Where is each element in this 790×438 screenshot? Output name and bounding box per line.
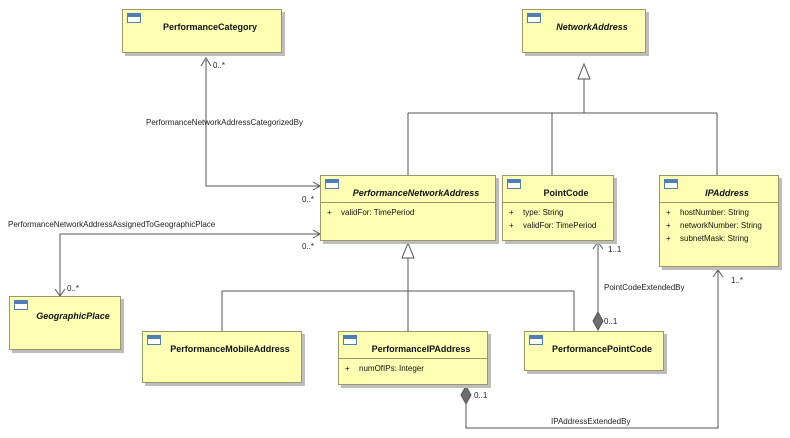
generalization-performance-network-address [221, 241, 575, 331]
class-name: NetworkAddress [556, 22, 628, 32]
class-icon [127, 13, 141, 23]
generalization-network-address [407, 62, 718, 176]
attribute: + subnetMask: String [666, 232, 762, 245]
association-label-assigned-to: PerformanceNetworkAddressAssignedToGeogr… [8, 220, 216, 229]
class-performance-mobile-address[interactable]: PerformanceMobileAddress [142, 331, 302, 383]
visibility-marker: + [345, 364, 350, 373]
multiplicity-categorized-source: 0..* [302, 195, 315, 204]
attribute: + networkNumber: String [666, 219, 762, 232]
class-icon [507, 179, 521, 189]
class-icon [529, 335, 543, 345]
attribute-text: validFor: TimePeriod [341, 208, 415, 217]
class-name: PerformanceCategory [162, 22, 258, 32]
association-point-code-extended-by [592, 241, 604, 332]
association-assigned-to [54, 229, 322, 297]
class-ip-address[interactable]: IPAddress + hostNumber: String + networkNu… [659, 175, 779, 267]
class-performance-point-code[interactable]: PerformancePointCode [524, 331, 664, 371]
class-geographic-place[interactable]: GeographicPlace [9, 296, 121, 350]
compartment-divider [660, 202, 778, 203]
visibility-marker: + [327, 208, 332, 217]
association-label-categorized-by: PerformanceNetworkAddressCategorizedBy [146, 118, 303, 127]
visibility-marker: + [666, 234, 671, 243]
multiplicity-categorized-target: 0..* [213, 61, 226, 70]
attribute-text: validFor: TimePeriod [523, 221, 597, 230]
attribute: + validFor: TimePeriod [327, 206, 414, 219]
class-icon [664, 179, 678, 189]
class-name: PerformanceNetworkAddress [352, 188, 480, 198]
class-performance-ip-address[interactable]: PerformanceIPAddress + numOfIPs: Integer [338, 331, 488, 385]
class-name: PerformanceMobileAddress [170, 344, 290, 354]
multiplicity-ip-address-source: 0..1 [474, 391, 488, 400]
association-label-ip-address-extended-by: IPAddressExtendedBy [551, 417, 631, 426]
class-icon [527, 13, 541, 23]
attribute-text: hostNumber: String [680, 208, 749, 217]
attribute-list: + hostNumber: String + networkNumber: Stri… [666, 206, 762, 245]
multiplicity-assigned-source: 0..* [302, 242, 315, 251]
attribute-text: networkNumber: String [680, 221, 762, 230]
attribute-text: numOfIPs: Integer [359, 364, 424, 373]
class-performance-network-address[interactable]: PerformanceNetworkAddress + validFor: Tim… [320, 175, 496, 241]
attribute: + hostNumber: String [666, 206, 762, 219]
attribute-text: subnetMask: String [680, 234, 749, 243]
multiplicity-point-code-source: 0..1 [604, 317, 618, 326]
class-icon [147, 335, 161, 345]
visibility-marker: + [666, 208, 671, 217]
attribute: + validFor: TimePeriod [509, 219, 596, 232]
class-icon [325, 179, 339, 189]
class-network-address[interactable]: NetworkAddress [522, 9, 646, 53]
class-name: PerformanceIPAddress [371, 344, 471, 354]
class-name: PerformancePointCode [551, 344, 653, 354]
class-performance-category[interactable]: PerformanceCategory [122, 9, 282, 53]
multiplicity-point-code-target: 1..1 [608, 245, 622, 254]
attribute-list: + numOfIPs: Integer [345, 362, 424, 375]
attribute: + numOfIPs: Integer [345, 362, 424, 375]
class-point-code[interactable]: PointCode + type: String + validFor: TimeP… [502, 175, 614, 241]
class-name: PointCode [543, 188, 589, 198]
class-icon [343, 335, 357, 345]
multiplicity-ip-address-target: 1..* [731, 276, 744, 285]
visibility-marker: + [509, 208, 514, 217]
attribute: + type: String [509, 206, 596, 219]
attribute-list: + validFor: TimePeriod [327, 206, 414, 219]
visibility-marker: + [509, 221, 514, 230]
association-ip-address-extended-by [460, 269, 724, 429]
compartment-divider [321, 202, 495, 203]
multiplicity-assigned-target: 0..* [67, 284, 80, 293]
class-icon [14, 300, 28, 310]
attribute-list: + type: String + validFor: TimePeriod [509, 206, 596, 232]
compartment-divider [503, 202, 613, 203]
class-name: IPAddress [705, 188, 749, 198]
visibility-marker: + [666, 221, 671, 230]
association-label-point-code-extended-by: PointCodeExtendedBy [604, 283, 685, 292]
compartment-divider [339, 358, 487, 359]
attribute-text: type: String [523, 208, 564, 217]
class-name: GeographicPlace [36, 311, 110, 321]
